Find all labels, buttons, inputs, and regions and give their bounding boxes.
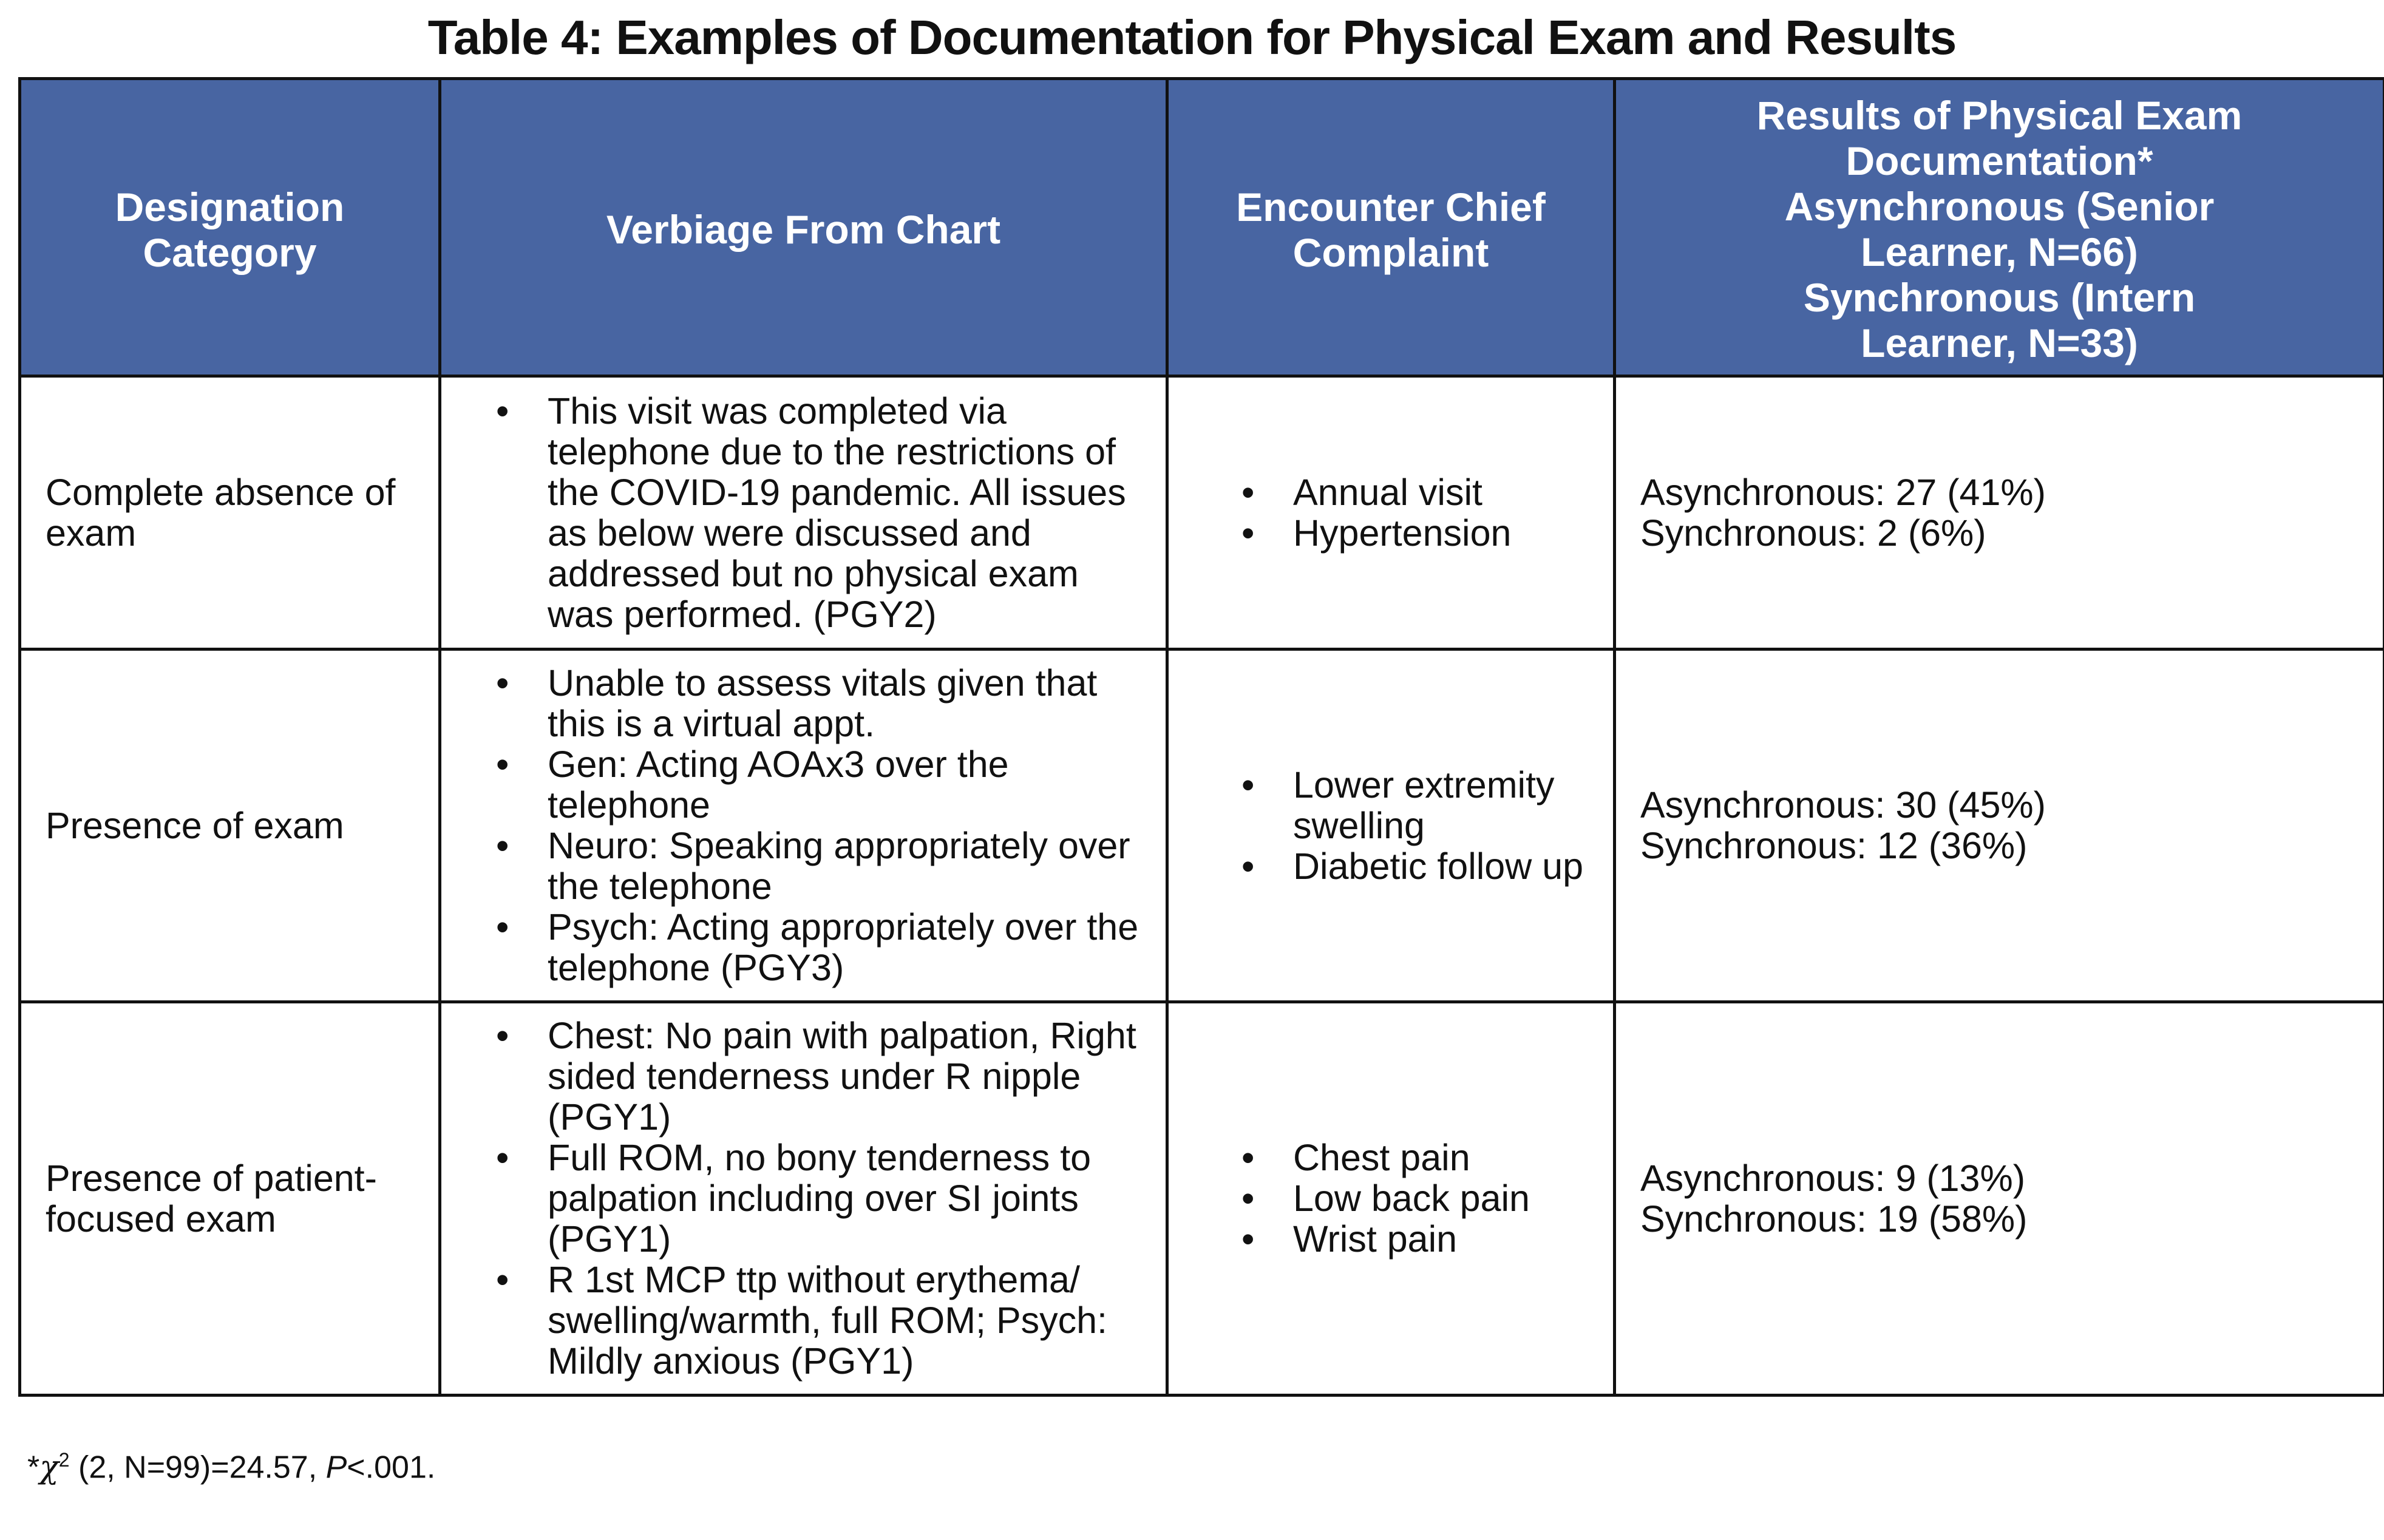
- bullet-icon: •: [496, 744, 509, 785]
- category-cell: Presence of patient-focused exam: [18, 1000, 441, 1397]
- category-cell: Presence of exam: [18, 648, 441, 1003]
- complaint-list: • Chest pain • Low back pain • Wrist pain: [1193, 1138, 1589, 1260]
- list-item-text: R 1st MCP ttp without erythema/ swelling…: [548, 1259, 1107, 1382]
- list-item: • Gen: Acting AOAx3 over the telephone: [466, 744, 1141, 826]
- bullet-icon: •: [496, 1259, 509, 1300]
- list-item: • Full ROM, no bony tenderness to palpati…: [466, 1138, 1141, 1260]
- list-item: • R 1st MCP ttp without erythema/ swellin…: [466, 1260, 1141, 1382]
- complaint-list: • Lower extremity swelling • Diabetic foll…: [1193, 764, 1589, 887]
- result-asynchronous: Asynchronous: 30 (45%): [1640, 784, 2046, 826]
- list-item: • Neuro: Speaking appropriately over the …: [466, 826, 1141, 907]
- list-item-text: Low back pain: [1293, 1178, 1530, 1219]
- result-synchronous: Synchronous: 12 (36%): [1640, 825, 2028, 866]
- list-item: • This visit was completed via telephone …: [466, 390, 1141, 635]
- verbiage-cell: • This visit was completed via telephone …: [438, 375, 1169, 651]
- header-results-line: Documentation*: [1846, 138, 2153, 183]
- bullet-icon: •: [496, 1015, 509, 1056]
- header-row: Designation Category Verbiage From Chart…: [18, 77, 2384, 378]
- list-item-text: Psych: Acting appropriately over the tel…: [548, 906, 1139, 988]
- list-item: • Diabetic follow up: [1193, 846, 1589, 887]
- header-results-line: Learner, N=33): [1861, 320, 2138, 365]
- list-item: • Annual visit: [1193, 472, 1589, 513]
- list-item: • Lower extremity swelling: [1193, 764, 1589, 846]
- results-cell: Asynchronous: 27 (41%) Synchronous: 2 (6…: [1613, 375, 2384, 651]
- verbiage-list: • Chest: No pain with palpation, Right si…: [466, 1016, 1141, 1382]
- bullet-icon: •: [1241, 1218, 1255, 1260]
- list-item-text: Lower extremity swelling: [1293, 764, 1555, 846]
- complaint-cell: • Lower extremity swelling • Diabetic foll…: [1166, 648, 1616, 1003]
- list-item-text: Chest pain: [1293, 1137, 1470, 1178]
- footnote-star: *: [27, 1450, 40, 1485]
- header-results-line: Asynchronous (Senior: [1784, 183, 2215, 229]
- header-results-line: Results of Physical Exam: [1756, 92, 2243, 138]
- results-cell: Asynchronous: 9 (13%) Synchronous: 19 (5…: [1613, 1000, 2384, 1397]
- complaint-cell: • Annual visit • Hypertension: [1166, 375, 1616, 651]
- list-item-text: Diabetic follow up: [1293, 845, 1584, 887]
- list-item-text: Chest: No pain with palpation, Right sid…: [548, 1015, 1136, 1138]
- footnote-chi-symbol: χ: [39, 1449, 59, 1486]
- list-item: • Unable to assess vitals given that this…: [466, 663, 1141, 744]
- footnote-statistic: (2, N=99)=24.57,: [69, 1450, 326, 1485]
- list-item-text: Neuro: Speaking appropriately over the t…: [548, 825, 1130, 907]
- list-item: • Hypertension: [1193, 512, 1589, 554]
- complaint-list: • Annual visit • Hypertension: [1193, 472, 1589, 554]
- list-item-text: Unable to assess vitals given that this …: [548, 662, 1098, 744]
- bullet-icon: •: [1241, 1137, 1255, 1178]
- table-row: Presence of exam • Unable to assess vital…: [18, 648, 2384, 1003]
- bullet-icon: •: [496, 825, 509, 866]
- list-item-text: Annual visit: [1293, 471, 1482, 513]
- result-synchronous: Synchronous: 2 (6%): [1640, 512, 1986, 554]
- list-item: • Low back pain: [1193, 1178, 1589, 1219]
- bullet-icon: •: [1241, 845, 1255, 887]
- result-asynchronous: Asynchronous: 9 (13%): [1640, 1157, 2026, 1199]
- category-cell: Complete absence of exam: [18, 375, 441, 651]
- bullet-icon: •: [1241, 512, 1255, 554]
- list-item: • Chest: No pain with palpation, Right si…: [466, 1016, 1141, 1138]
- table-title: Table 4: Examples of Documentation for P…: [427, 10, 1957, 64]
- verbiage-list: • This visit was completed via telephone …: [466, 390, 1141, 635]
- list-item-text: Wrist pain: [1293, 1218, 1458, 1260]
- list-item-text: This visit was completed via telephone d…: [548, 390, 1126, 635]
- header-designation-category: Designation Category: [18, 77, 441, 378]
- result-synchronous: Synchronous: 19 (58%): [1640, 1198, 2028, 1240]
- list-item-text: Full ROM, no bony tenderness to palpatio…: [548, 1137, 1092, 1260]
- header-results-line: Synchronous (Intern: [1803, 274, 2196, 320]
- footnote-p-symbol: P: [325, 1450, 347, 1485]
- bullet-icon: •: [496, 906, 509, 948]
- header-results: Results of Physical Exam Documentation* …: [1613, 77, 2384, 378]
- bullet-icon: •: [1241, 1178, 1255, 1219]
- table-row: Complete absence of exam • This visit was…: [18, 375, 2384, 651]
- list-item-text: Gen: Acting AOAx3 over the telephone: [548, 744, 1009, 826]
- bullet-icon: •: [496, 1137, 509, 1178]
- footnote: *χ2 (2, N=99)=24.57, P<.001.: [27, 1439, 435, 1488]
- bullet-icon: •: [496, 390, 509, 432]
- verbiage-cell: • Unable to assess vitals given that this…: [438, 648, 1169, 1003]
- bullet-icon: •: [1241, 764, 1255, 806]
- list-item-text: Hypertension: [1293, 512, 1512, 554]
- verbiage-list: • Unable to assess vitals given that this…: [466, 663, 1141, 988]
- header-verbiage-from-chart: Verbiage From Chart: [438, 77, 1169, 378]
- list-item: • Wrist pain: [1193, 1219, 1589, 1260]
- list-item: • Psych: Acting appropriately over the te…: [466, 907, 1141, 988]
- header-results-line: Learner, N=66): [1861, 229, 2138, 274]
- documentation-table: Designation Category Verbiage From Chart…: [18, 77, 2384, 1397]
- bullet-icon: •: [496, 662, 509, 704]
- header-encounter-chief-complaint: Encounter Chief Complaint: [1166, 77, 1616, 378]
- list-item: • Chest pain: [1193, 1138, 1589, 1178]
- complaint-cell: • Chest pain • Low back pain • Wrist pain: [1166, 1000, 1616, 1397]
- result-asynchronous: Asynchronous: 27 (41%): [1640, 471, 2046, 513]
- table-row: Presence of patient-focused exam • Chest:…: [18, 1000, 2384, 1397]
- footnote-superscript: 2: [58, 1449, 70, 1471]
- bullet-icon: •: [1241, 471, 1255, 513]
- results-cell: Asynchronous: 30 (45%) Synchronous: 12 (…: [1613, 648, 2384, 1003]
- footnote-p-value: <.001.: [347, 1450, 436, 1485]
- verbiage-cell: • Chest: No pain with palpation, Right si…: [438, 1000, 1169, 1397]
